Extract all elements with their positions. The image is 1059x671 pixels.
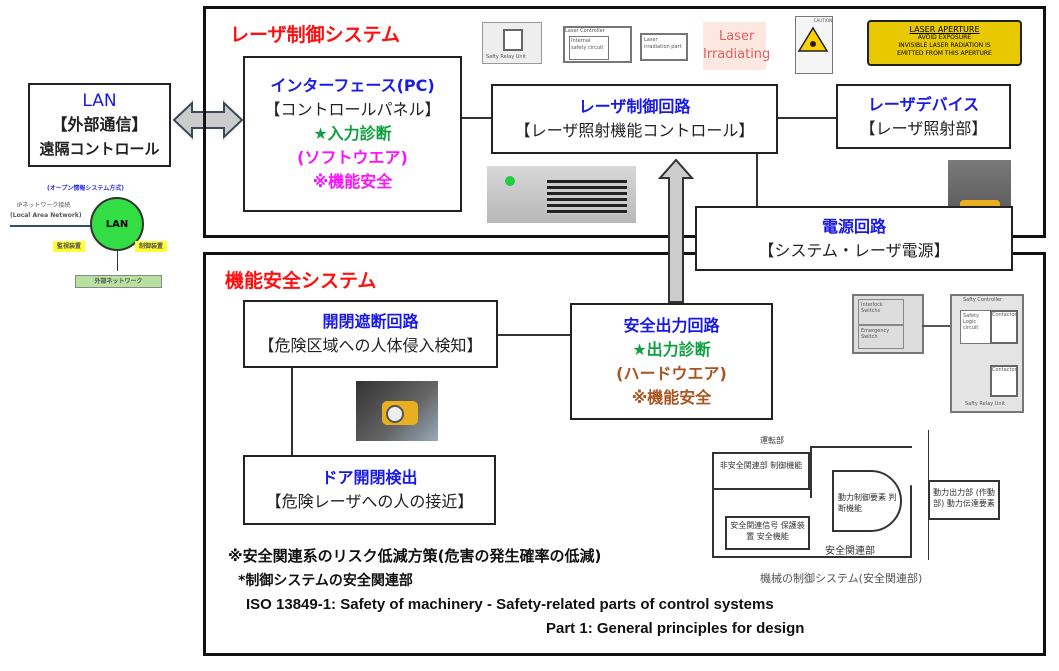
door-heading: ドア開閉検出	[321, 468, 418, 487]
safety-controller-diagram: Interlock Switchs Emergency Switch Safty…	[850, 290, 1040, 413]
monitor-tag: 監視装置	[53, 241, 86, 252]
contactor-label: Contactor	[990, 310, 1018, 344]
output-safety: ※機能安全	[631, 387, 712, 407]
lan-line2: 遠隔コントロール	[39, 140, 160, 158]
cutoff-sub: 【危険区域への人体侵入検知】	[258, 336, 483, 355]
ip-label: IPネットワーク接続	[17, 202, 71, 209]
emergency-label: Emergency Switch	[858, 325, 904, 349]
safety-output-box: 安全出力回路 ★出力診断 (ハードウエア) ※機能安全	[570, 303, 773, 420]
irradiation-part-thumbnail: Laser irradiation part	[640, 33, 688, 61]
control-sub: 【レーザ照射機能コントロール】	[514, 121, 755, 140]
safety-signal-box: 安全関連信号 保護装置 安全機能	[725, 516, 810, 550]
device-heading: レーザデバイス	[867, 94, 980, 114]
aperture-l2: INVISIBLE LASER RADIATION IS	[898, 42, 991, 49]
laser-device-box: レーザデバイス 【レーザ照射部】	[836, 84, 1011, 149]
laser-aperture-label: LASER APERTURE AVOID EXPOSURE INVISIBLE …	[867, 20, 1022, 66]
laser-control-system	[203, 6, 1046, 238]
machine-control-diagram: 運転部 非安全関連部 制御機能 動力制御要素 判断機能 安全関連信号 保護装置 …	[700, 430, 1040, 590]
operating-label: 運転部	[760, 436, 784, 445]
power-sub: 【システム・レーザ電源】	[758, 240, 950, 260]
laser-system-title: レーザ制御システム	[230, 24, 401, 46]
output-diag: ★出力診断	[632, 339, 711, 359]
note-control: *制御システムの安全関連部	[238, 573, 413, 589]
interlock-label: Interlock Switchs	[858, 299, 904, 325]
internal-label: Internal safety circuit	[569, 36, 609, 60]
note-part1: Part 1: General principles for design	[546, 620, 805, 637]
safety-part-label: 安全関連部	[825, 546, 875, 557]
output-heading: 安全出力回路	[623, 315, 720, 335]
external-network-tag: 外部ネットワーク	[75, 275, 162, 288]
double-arrow-icon	[172, 100, 244, 140]
laser-irradiating-sign: Laser Irradiating	[703, 22, 770, 70]
logic-label: Safety Logic circuit	[960, 310, 992, 344]
aperture-l1: AVOID EXPOSURE	[917, 34, 972, 41]
relay-label2: Safty Relay Unit	[965, 401, 1005, 407]
interface-diag: ★入力診断	[313, 124, 392, 143]
lan-diagram-caption: (オープン情報システム方式)	[47, 185, 124, 192]
note-iso: ISO 13849-1: Safety of machinery - Safet…	[246, 596, 774, 613]
relay-unit-thumbnail: Safty Relay Unit	[482, 22, 542, 64]
interface-safety: ※機能安全	[312, 172, 393, 191]
lan-label: (Local Area Network)	[10, 212, 82, 219]
output-type: (ハードウエア)	[616, 363, 727, 383]
lan-diagram: (オープン情報システム方式) IPネットワーク接続 (Local Area Ne…	[5, 185, 180, 295]
controller-label: Laser Controller	[565, 28, 605, 34]
door-sub: 【危険レーザへの人の接近】	[265, 492, 474, 511]
door-switch-photo	[356, 381, 438, 441]
interface-box: インターフェース(PC) 【コントロールパネル】 ★入力診断 (ソフトウエア) …	[243, 56, 462, 212]
power-output-box: 動力出力部 (作動部) 動力伝達要素	[928, 480, 1000, 520]
power-heading: 電源回路	[821, 216, 886, 236]
laser-controller-thumbnail: Laser Controller Internal safety circuit	[563, 26, 632, 63]
aperture-title: LASER APERTURE	[909, 25, 980, 34]
lan-title: LAN	[82, 91, 117, 111]
contactor-label-2: Contactor	[990, 365, 1018, 397]
laser-control-circuit-box: レーザ制御回路 【レーザ照射機能コントロール】	[491, 84, 778, 154]
machine-caption: 機械の制御システム(安全関連部)	[760, 572, 923, 585]
lan-line1: 【外部通信】	[51, 115, 148, 134]
caution-label: CAUTION	[813, 18, 832, 23]
interface-sub: 【コントロールパネル】	[264, 100, 441, 119]
laser-warning-icon	[797, 26, 829, 52]
relay-label: Safty Relay Unit	[486, 54, 526, 60]
power-circuit-box: 電源回路 【システム・レーザ電源】	[695, 206, 1013, 271]
interface-type: (ソフトウエア)	[297, 148, 408, 167]
functional-safety-system	[203, 252, 1046, 656]
aperture-l3: EMITTED FROM THIS APERTURE	[897, 50, 992, 57]
safety-system-title: 機能安全システム	[225, 270, 377, 292]
interface-heading: インターフェース(PC)	[270, 76, 435, 95]
cutoff-heading: 開閉遮断回路	[322, 312, 419, 331]
gate-box: 動力制御要素 判断機能	[832, 470, 902, 532]
non-safety-box: 非安全関連部 制御機能	[712, 452, 810, 490]
controller-label2: Safty Controller	[963, 297, 1003, 303]
cutoff-circuit-box: 開閉遮断回路 【危険区域への人体侵入検知】	[243, 300, 498, 368]
up-arrow-icon	[658, 158, 694, 303]
lan-box: LAN 【外部通信】 遠隔コントロール	[28, 83, 171, 167]
control-heading: レーザ制御回路	[578, 97, 691, 116]
control-tag: 制御装置	[135, 241, 168, 252]
door-detection-box: ドア開閉検出 【危険レーザへの人の接近】	[243, 455, 496, 525]
caution-sign: CAUTION	[795, 16, 833, 74]
device-sub: 【レーザ照射部】	[859, 118, 988, 138]
note-risk: ※安全関連系のリスク低減方策(危害の発生確率の低減)	[228, 547, 602, 565]
controller-device-photo	[487, 166, 636, 223]
